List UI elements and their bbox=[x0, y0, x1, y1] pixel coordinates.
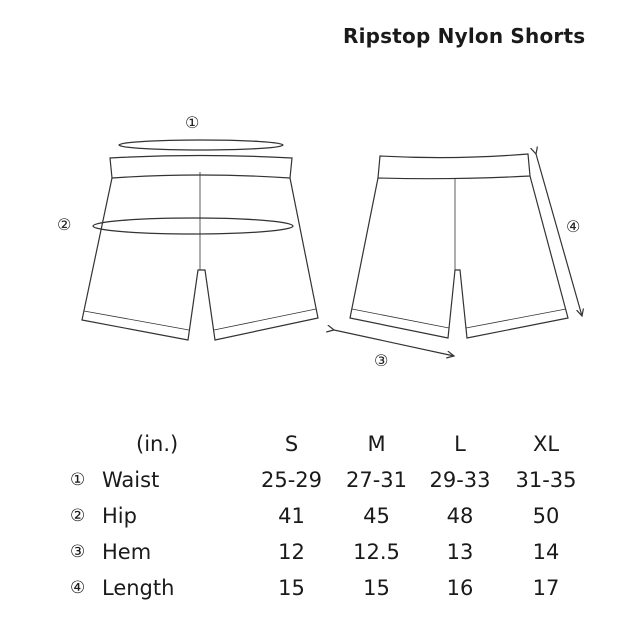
length-marker: ④ bbox=[566, 217, 581, 236]
table-cell: 13 bbox=[446, 540, 474, 564]
table-row: ④ Length 15 15 16 17 bbox=[70, 570, 596, 606]
size-chart-table: (in.) S M L XL ① Waist 25-29 27-31 29-33… bbox=[70, 426, 596, 606]
row-marker: ② bbox=[70, 506, 86, 526]
back-shorts-outline bbox=[349, 153, 569, 339]
length-arrow bbox=[536, 154, 582, 316]
hem-marker: ③ bbox=[374, 351, 389, 370]
table-cell: 27-31 bbox=[345, 468, 408, 492]
size-header: XL bbox=[532, 432, 560, 456]
table-cell: 15 bbox=[278, 576, 305, 600]
table-cell: 29-33 bbox=[429, 468, 491, 492]
table-cell: 31-35 bbox=[515, 468, 577, 492]
page-title: Ripstop Nylon Shorts bbox=[343, 24, 586, 48]
row-label: Length bbox=[102, 576, 175, 600]
table-row: ① Waist 25-29 27-31 29-33 31-35 bbox=[70, 462, 596, 498]
row-label: Hem bbox=[102, 540, 152, 564]
size-header: S bbox=[284, 432, 299, 456]
row-marker: ④ bbox=[70, 578, 86, 598]
unit-label: (in.) bbox=[136, 432, 179, 456]
size-header-row: (in.) S M L XL bbox=[70, 426, 596, 462]
table-cell: 12.5 bbox=[353, 540, 400, 564]
table-cell: 41 bbox=[278, 504, 305, 528]
row-label: Hip bbox=[102, 504, 137, 528]
table-cell: 17 bbox=[532, 576, 560, 600]
table-row: ② Hip 41 45 48 50 bbox=[70, 498, 596, 534]
size-header: L bbox=[454, 432, 466, 456]
table-row: ③ Hem 12 12.5 13 14 bbox=[70, 534, 596, 570]
table-cell: 12 bbox=[278, 540, 305, 564]
hem-arrow bbox=[334, 330, 454, 356]
table-cell: 50 bbox=[532, 504, 560, 528]
hip-marker: ② bbox=[57, 215, 72, 234]
table-cell: 15 bbox=[363, 576, 390, 600]
table-cell: 25-29 bbox=[260, 468, 323, 492]
front-shorts-outline bbox=[81, 139, 319, 341]
table-cell: 45 bbox=[363, 504, 390, 528]
table-cell: 16 bbox=[446, 576, 474, 600]
table-cell: 14 bbox=[532, 540, 560, 564]
waist-marker: ① bbox=[185, 113, 200, 132]
shorts-diagram bbox=[81, 139, 640, 400]
size-header: M bbox=[367, 432, 386, 456]
table-cell: 48 bbox=[446, 504, 474, 528]
row-marker: ③ bbox=[70, 542, 86, 562]
row-label: Waist bbox=[102, 468, 160, 492]
row-marker: ① bbox=[70, 470, 86, 490]
